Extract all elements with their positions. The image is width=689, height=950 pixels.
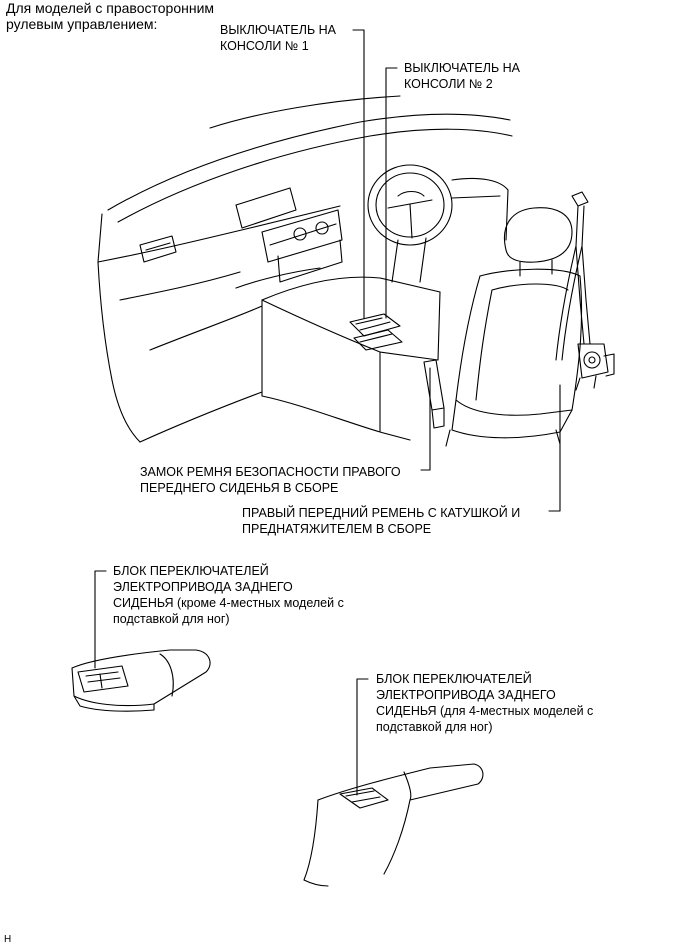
center-console-drawing bbox=[262, 277, 444, 440]
label-console-switch-1: ВЫКЛЮЧАТЕЛЬ НА КОНСОЛИ № 1 bbox=[220, 23, 337, 53]
seat-belt-retractor-drawing bbox=[556, 192, 614, 390]
dashboard-drawing bbox=[98, 96, 512, 442]
footer-code: H bbox=[4, 934, 12, 945]
rear-switch-a-panel bbox=[78, 666, 128, 692]
label-seat-belt-retractor: ПРАВЫЙ ПЕРЕДНИЙ РЕМЕНЬ С КАТУШКОЙ И ПРЕД… bbox=[242, 506, 521, 536]
console-switch-2-shape bbox=[354, 330, 402, 350]
console-switch-1-shape bbox=[350, 314, 400, 336]
label-console-switch-2: ВЫКЛЮЧАТЕЛЬ НА КОНСОЛИ № 2 bbox=[404, 61, 521, 91]
front-seat-drawing bbox=[446, 208, 582, 446]
rear-switch-b-panel bbox=[340, 788, 388, 808]
rear-seat-switch-a-drawing bbox=[72, 650, 210, 711]
label-rear-seat-switch-b: БЛОК ПЕРЕКЛЮЧАТЕЛЕЙ ЭЛЕКТРОПРИВОДА ЗАДНЕ… bbox=[376, 672, 594, 734]
seat-belt-buckle-shape bbox=[424, 360, 444, 410]
leader-lines bbox=[95, 30, 560, 795]
diagram-heading: Для моделей с правосторонним рулевым упр… bbox=[6, 0, 215, 32]
rear-seat-switch-b-drawing bbox=[304, 764, 483, 886]
label-seat-belt-buckle: ЗАМОК РЕМНЯ БЕЗОПАСНОСТИ ПРАВОГО ПЕРЕДНЕ… bbox=[140, 465, 401, 495]
label-rear-seat-switch-a: БЛОК ПЕРЕКЛЮЧАТЕЛЕЙ ЭЛЕКТРОПРИВОДА ЗАДНЕ… bbox=[113, 564, 344, 626]
